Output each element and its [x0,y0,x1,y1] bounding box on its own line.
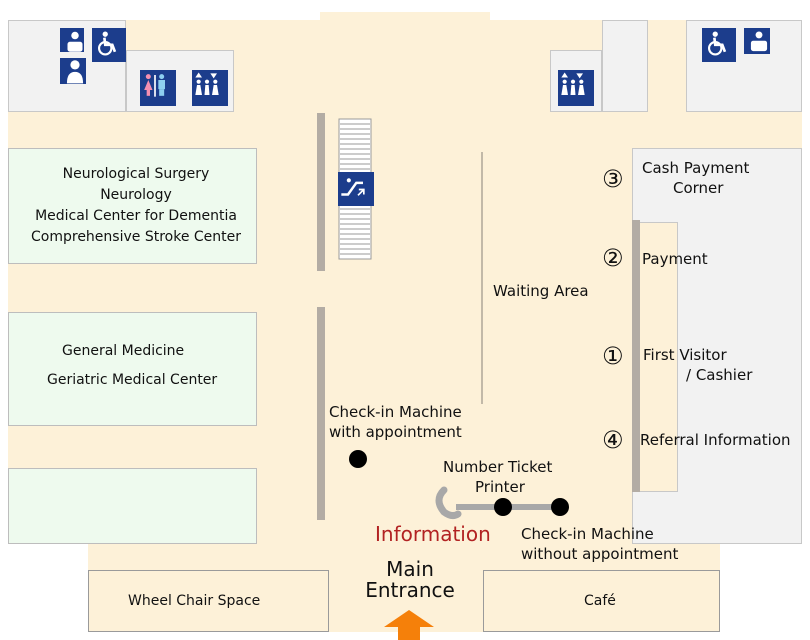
checkin-no-appointment-label: Check-in Machine [521,525,654,543]
checkin-machine-no-appointment-marker [551,498,569,516]
geriatric-center-label: Geriatric Medical Center [47,372,218,388]
elevator-icon [558,70,594,106]
number-ticket-printer-marker [494,498,512,516]
baby-changing-icon [744,28,770,54]
checkin-appointment-label: with appointment [329,423,462,441]
checkin-no-appointment-label: without appointment [521,545,679,563]
counter-desk [638,222,678,492]
department-name: Neurology [100,187,172,203]
checkin-machine-appointment-marker [349,450,367,468]
restroom-icon [140,70,176,106]
elevator-icon [192,70,228,106]
neurology-department [8,148,257,264]
entrance-arrow-icon [384,610,434,640]
main-entrance-label: Entrance [365,578,455,602]
cafe-label: Café [584,593,616,609]
counter-wall [632,220,640,492]
wheelchair-icon [702,28,736,62]
information-label: Information [375,522,491,546]
department-room-lower [8,468,257,544]
partition-upper [317,113,325,271]
cafe-room [483,570,720,632]
partition-lower [317,307,325,520]
waiting-area-line [481,152,483,404]
main-entrance-label: Main [386,557,434,581]
baby-changing-icon [60,28,84,52]
checkin-appointment-label: Check-in Machine [329,403,462,421]
general-medicine-department [8,312,257,426]
department-name: Neurological Surgery [62,166,210,182]
nursing-room-icon [60,58,86,84]
neuro-department-labels: Neurological Surgery Neurology Medical C… [8,164,264,248]
counter-label: / Cashier [686,366,753,384]
counter-number: ③ [602,165,624,193]
wheel-chair-space-label: Wheel Chair Space [128,593,261,609]
number-ticket-label: Printer [475,478,525,496]
escalator-icon [338,172,374,206]
waiting-area-label: Waiting Area [493,282,589,300]
counter-label: First Visitor [643,346,727,364]
counter-number: ④ [602,426,624,454]
counter-number: ① [602,342,624,370]
department-name: Medical Center for Dementia [35,208,237,224]
corridor-top [320,12,490,26]
room-right-a [602,20,648,112]
number-ticket-label: Number Ticket [443,458,553,476]
general-medicine-label: General Medicine [62,343,185,359]
counter-number: ② [602,244,624,272]
counter-label: Payment [642,250,708,268]
department-name: Comprehensive Stroke Center [31,229,241,245]
counter-label: Cash Payment [642,159,750,177]
wheel-chair-space-room [88,570,329,632]
wheelchair-icon [92,28,126,62]
counter-label: Corner [673,179,724,197]
counter-label: Referral Information [640,431,791,449]
